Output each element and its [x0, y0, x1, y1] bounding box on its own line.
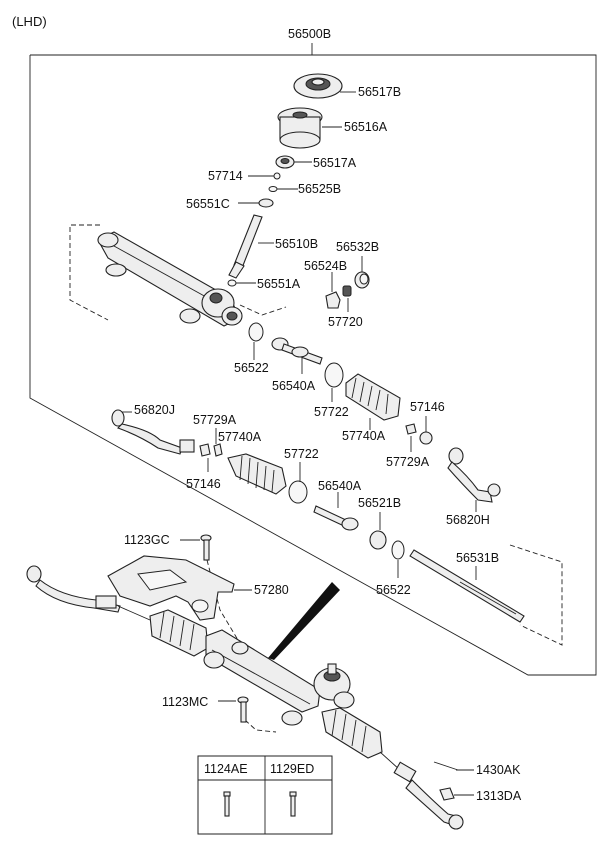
callout-label: 56540A: [318, 479, 362, 493]
nut-57146-upper: [419, 431, 433, 445]
oring-56551A: [227, 279, 237, 287]
clamp-57722-lower: [288, 480, 308, 504]
assembly-label: 56500B: [288, 27, 331, 41]
callout-label: 57722: [284, 447, 319, 461]
legend-col-1: 1124AE: [204, 762, 248, 776]
callout-label: 1123GC: [124, 533, 170, 547]
callout-label: 56540A: [272, 379, 316, 393]
callout-label: 56510B: [275, 237, 318, 251]
yoke-56516A: [277, 107, 323, 149]
callout-label: 56517B: [358, 85, 401, 99]
boot-57740A-lower: [227, 453, 287, 495]
assembled-boot-left: [117, 605, 209, 657]
boot-57740A-upper: [345, 373, 401, 421]
callout-label: 57740A: [218, 430, 262, 444]
callout-label: 56517A: [313, 156, 357, 170]
legend-col-2: 1129ED: [270, 762, 314, 776]
callout-label: 56524B: [304, 259, 347, 273]
callout-label: 1123MC: [162, 695, 208, 709]
ring-56522-upper: [248, 322, 264, 342]
assembled-tie-rod-end-left: [26, 565, 121, 613]
nut-57146-left: [199, 443, 211, 457]
variant-label: (LHD): [12, 14, 47, 29]
callout-label: 57740A: [342, 429, 386, 443]
inner-tie-rod-56540A-upper: [271, 337, 323, 365]
callout-label: 56820H: [446, 513, 490, 527]
callout-label: 56551A: [257, 277, 301, 291]
callout-label: 57146: [186, 477, 221, 491]
tie-rod-end-56820H: [447, 447, 501, 503]
callout-label: 57280: [254, 583, 289, 597]
assembled-boot-right: [321, 707, 383, 759]
clamp-57722-upper: [324, 362, 344, 388]
fastener-legend-table: 1124AE 1129ED: [197, 755, 333, 835]
washer-56551C: [258, 198, 274, 208]
ring-57714: [273, 172, 281, 180]
callout-label: 56820J: [134, 403, 175, 417]
callout-label: 57729A: [386, 455, 430, 469]
ring-56525B: [268, 186, 278, 192]
bearing-cap-56517B: [293, 73, 343, 99]
callout-label: 56531B: [456, 551, 499, 565]
callout-label: 56525B: [298, 182, 341, 196]
guide-line-1123MC: [244, 719, 277, 733]
guide-lines-upper: [69, 224, 563, 646]
assembled-rack-housing: [203, 629, 321, 726]
inner-tie-rod-56540A-lower: [313, 505, 359, 531]
assembled-pinion-housing: [313, 663, 355, 709]
spring-57720: [342, 285, 352, 297]
legend-bolt-1124AE: [223, 791, 231, 817]
callout-label: 56516A: [344, 120, 388, 134]
callout-label: 1430AK: [476, 763, 521, 777]
assembly-arrow: [268, 582, 340, 660]
cotter-pin-1430AK: [433, 761, 459, 771]
callout-label: 56551C: [186, 197, 230, 211]
locknut-57729A-right: [405, 423, 417, 435]
bearing-56517A: [275, 155, 295, 169]
pinion-shaft-56510B: [228, 214, 263, 279]
callout-label: 56522: [376, 583, 411, 597]
callout-labels: 56517B 56516A 56517A 57714 56525B 56551C…: [124, 85, 522, 803]
callout-label: 57729A: [193, 413, 237, 427]
heat-shield-57280: [107, 555, 235, 621]
callout-label: 57720: [328, 315, 363, 329]
callout-label: 56522: [234, 361, 269, 375]
locknut-57729A-left: [213, 443, 223, 457]
callout-label: 56532B: [336, 240, 379, 254]
plug-56532B: [354, 271, 370, 289]
tie-rod-end-56820J: [111, 409, 195, 455]
rack-bar-56531B: [409, 549, 525, 623]
bush-56521B: [369, 530, 387, 550]
nut-1313DA: [439, 787, 455, 801]
callout-label: 1313DA: [476, 789, 522, 803]
callout-label: 57146: [410, 400, 445, 414]
assembled-tie-rod-end-right: [379, 751, 464, 830]
callout-label: 56521B: [358, 496, 401, 510]
callout-label: 57722: [314, 405, 349, 419]
legend-bolt-1129ED: [289, 791, 297, 817]
callout-label: 57714: [208, 169, 243, 183]
assembly-boundary: [29, 43, 597, 676]
ring-56522-lower: [391, 540, 405, 560]
rack-housing-upper: [97, 231, 243, 327]
bolt-1123MC: [237, 696, 249, 723]
yoke-56524B: [325, 291, 341, 309]
bolt-1123GC: [200, 534, 212, 561]
